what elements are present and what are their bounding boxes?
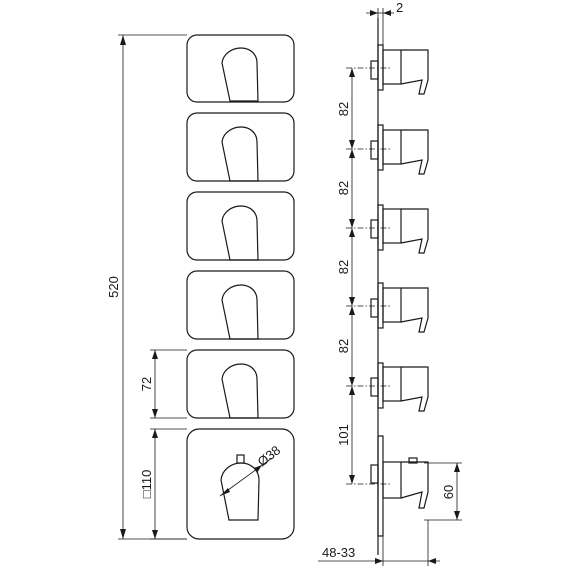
spacing-dimensions: 82 82 82 82 101: [336, 68, 355, 484]
handle-pin: [236, 454, 245, 464]
diameter-label: Ø38: [255, 442, 284, 469]
lever-2: [221, 126, 259, 182]
plate-3: [186, 191, 295, 261]
total-height-label: 520: [106, 276, 121, 298]
bottom-plate-dimension: □110: [139, 428, 187, 540]
side-handle-6: [370, 457, 429, 509]
top-offset-label: 2: [396, 0, 403, 15]
side-height-dimension: 60: [424, 462, 462, 521]
side-height-label: 60: [441, 485, 456, 499]
plate-height-dimension: 72: [139, 349, 187, 419]
plate-5: [186, 349, 295, 419]
spacing-label-1: 82: [336, 102, 351, 116]
lever-6: [220, 462, 260, 521]
plate-6: [186, 428, 295, 540]
spacing-label-4: 82: [336, 339, 351, 353]
side-handle-2: [370, 129, 429, 175]
lever-4: [221, 284, 259, 340]
side-view: [346, 18, 429, 555]
spacing-label-2: 82: [336, 181, 351, 195]
spacing-label-3: 82: [336, 260, 351, 274]
front-view: Ø38: [186, 34, 295, 540]
depth-label: 48-33: [322, 545, 355, 560]
top-offset-dimension: 2: [366, 0, 403, 45]
plate-height-label: 72: [139, 377, 154, 391]
depth-dimension: 48-33: [318, 520, 440, 566]
plate-1: [186, 34, 295, 103]
lever-1: [221, 47, 259, 102]
spacing-label-5: 101: [336, 424, 351, 446]
bottom-plate-label: □110: [139, 470, 154, 499]
lever-3: [221, 205, 259, 261]
plate-4: [186, 270, 295, 340]
side-handle-5: [370, 366, 429, 412]
plate-2: [186, 112, 295, 182]
total-height-dimension: 520: [106, 34, 187, 540]
side-handle-1: [370, 49, 429, 95]
side-handle-3: [370, 208, 429, 254]
lever-5: [221, 363, 259, 419]
side-handle-4: [370, 287, 429, 333]
